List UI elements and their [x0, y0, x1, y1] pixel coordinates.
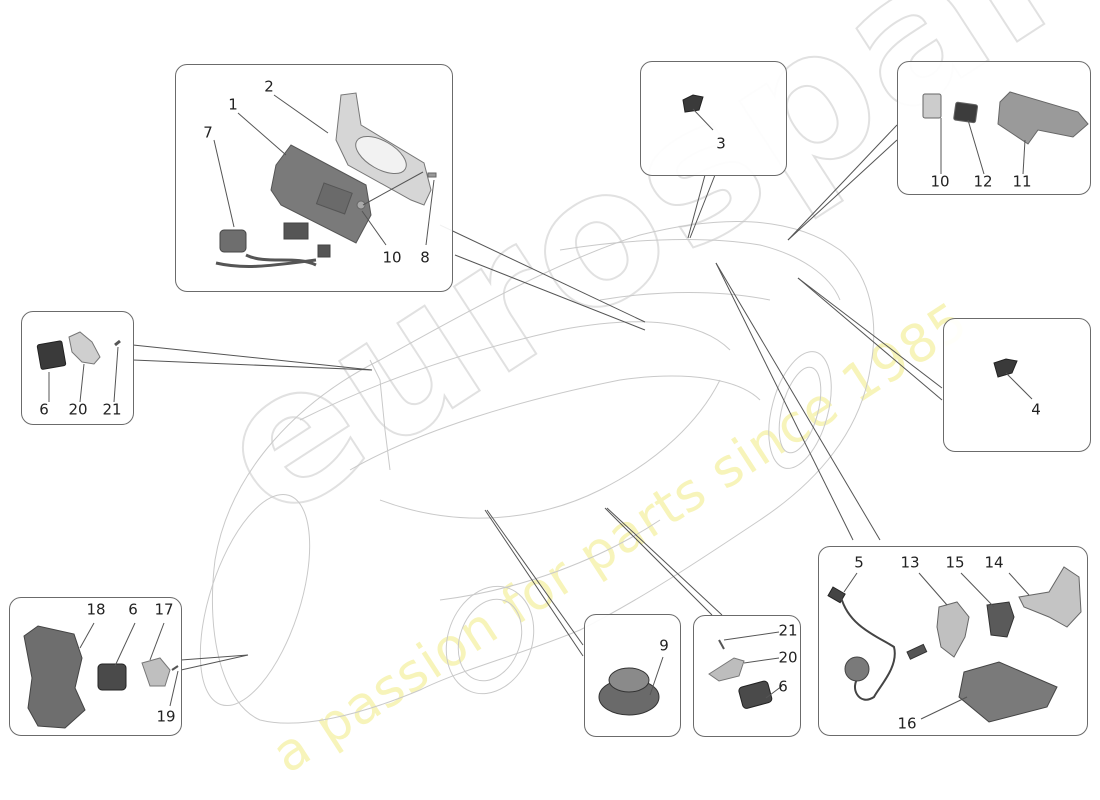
callout-sensor-4: 4: [943, 318, 1091, 452]
switch-icon: [953, 101, 979, 124]
antenna-illustration: [827, 566, 1082, 723]
screw-icon: [171, 665, 179, 671]
part-label-6: 6: [128, 600, 138, 619]
cable-icon: [840, 596, 896, 701]
frame-icon: [922, 93, 942, 119]
bracket-14-icon: [1018, 566, 1082, 628]
part-label-7: 7: [203, 123, 213, 142]
part-label-17: 17: [154, 600, 174, 619]
callout-sensor-3: 3: [640, 61, 787, 176]
callout-rear-camera: 18 6 17 19: [9, 597, 182, 736]
side-camera-illustration: [708, 631, 783, 709]
part-label-1: 1: [228, 95, 238, 114]
part-label-18: 18: [86, 600, 106, 619]
gasket-icon: [141, 657, 171, 687]
tray-16-icon: [958, 661, 1058, 723]
camera-icon: [97, 663, 127, 691]
part-label-5: 5: [854, 553, 864, 572]
callout-side-camera: 21 20 6: [693, 615, 801, 737]
camera-icon: [36, 340, 67, 370]
bracket-icon: [335, 92, 432, 206]
ecu-module-icon: [270, 144, 372, 244]
part-label-3: 3: [716, 134, 726, 153]
callout-antenna-group: 5 13 15 14 16: [818, 546, 1088, 736]
part-label-12: 12: [973, 172, 993, 191]
part-label-15: 15: [945, 553, 965, 572]
part-label-9: 9: [659, 636, 669, 655]
screw-icon: [114, 339, 121, 347]
wiring-harness-icon: [215, 222, 331, 268]
screw-icon: [718, 639, 725, 650]
speaker-illustration: [598, 656, 664, 716]
part-label-14: 14: [984, 553, 1004, 572]
rear-camera-illustration: [23, 622, 179, 729]
console-icon: [997, 91, 1089, 145]
part-label-6: 6: [39, 400, 49, 419]
callout-speaker: 9: [584, 614, 681, 737]
part-label-6: 6: [778, 677, 788, 696]
callout-ecu-group: 2 1 7 10 8: [175, 64, 453, 292]
bracket-icon: [708, 657, 745, 682]
part-label-11: 11: [1012, 172, 1032, 191]
part-label-10: 10: [382, 248, 402, 267]
module-15-icon: [986, 601, 1015, 638]
part-label-2: 2: [264, 77, 274, 96]
sensor-4-illustration: [993, 358, 1033, 400]
part-label-21: 21: [778, 621, 798, 640]
part-label-19: 19: [156, 707, 176, 726]
camera-mount-icon: [23, 625, 86, 729]
part-label-20: 20: [68, 400, 88, 419]
part-label-4: 4: [1031, 400, 1041, 419]
callout-front-camera: 6 20 21: [21, 311, 134, 425]
part-label-20: 20: [778, 648, 798, 667]
roof-module-illustration: [922, 91, 1089, 175]
front-camera-illustration: [36, 331, 121, 403]
part-label-13: 13: [900, 553, 920, 572]
sensor-3-illustration: [682, 94, 714, 131]
bracket-icon: [68, 331, 101, 365]
part-label-10: 10: [930, 172, 950, 191]
sensor-icon: [682, 94, 704, 113]
ecu-parts-illustration: [213, 92, 437, 268]
part-label-16: 16: [897, 714, 917, 733]
part-label-21: 21: [102, 400, 122, 419]
camera-icon: [738, 680, 773, 709]
bracket-13-icon: [936, 601, 970, 658]
part-label-8: 8: [420, 248, 430, 267]
sensor-icon: [993, 358, 1018, 378]
callout-roof-module: 10 12 11: [897, 61, 1091, 195]
